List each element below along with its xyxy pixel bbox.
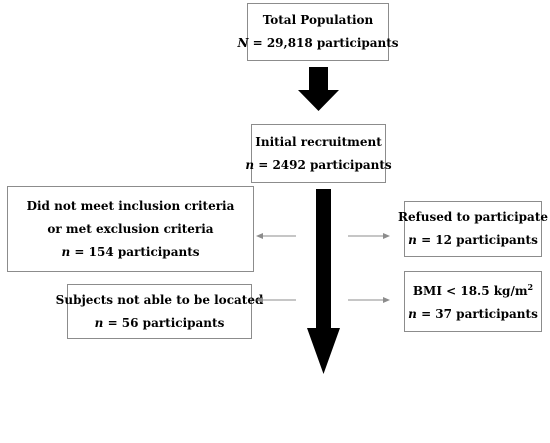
arrow-down-total-to-initial bbox=[298, 67, 339, 111]
box-bmi: BMI < 18.5 kg/m2 n = 37 participants bbox=[404, 271, 542, 332]
arrow-down-initial-to-final bbox=[307, 189, 340, 374]
arrow-right-bmi bbox=[348, 297, 390, 303]
box-refused: Refused to participate n = 12 participan… bbox=[398, 201, 548, 257]
total-population-count: N = 29,818 participants bbox=[237, 36, 399, 50]
box-excluded-criteria: Did not meet inclusion criteria or met e… bbox=[7, 186, 254, 272]
excluded-criteria-line1: Did not meet inclusion criteria bbox=[26, 198, 235, 213]
refused-count: n = 12 participants bbox=[408, 233, 538, 247]
bmi-title: BMI < 18.5 kg/m2 bbox=[412, 281, 534, 298]
not-located-count: n = 56 participants bbox=[94, 315, 225, 330]
bmi-count: n = 37 participants bbox=[408, 306, 538, 321]
arrow-left-excluded bbox=[256, 233, 296, 239]
initial-recruitment-title: Initial recruitment bbox=[255, 134, 382, 149]
total-population-title: Total Population bbox=[262, 13, 374, 27]
refused-title: Refused to participate bbox=[398, 210, 548, 224]
box-not-located: Subjects not able to be located n = 56 p… bbox=[56, 284, 263, 339]
arrow-right-refused bbox=[348, 233, 390, 239]
box-total-population: Total Population N = 29,818 participants bbox=[237, 3, 399, 61]
box-initial-recruitment: Initial recruitment n = 2492 participant… bbox=[245, 124, 392, 183]
arrow-left-not-located bbox=[256, 297, 296, 303]
not-located-title: Subjects not able to be located bbox=[55, 292, 264, 307]
initial-recruitment-count: n = 2492 participants bbox=[245, 157, 392, 172]
excluded-criteria-line2: or met exclusion criteria bbox=[47, 221, 214, 236]
excluded-criteria-count: n = 154 participants bbox=[61, 244, 200, 259]
